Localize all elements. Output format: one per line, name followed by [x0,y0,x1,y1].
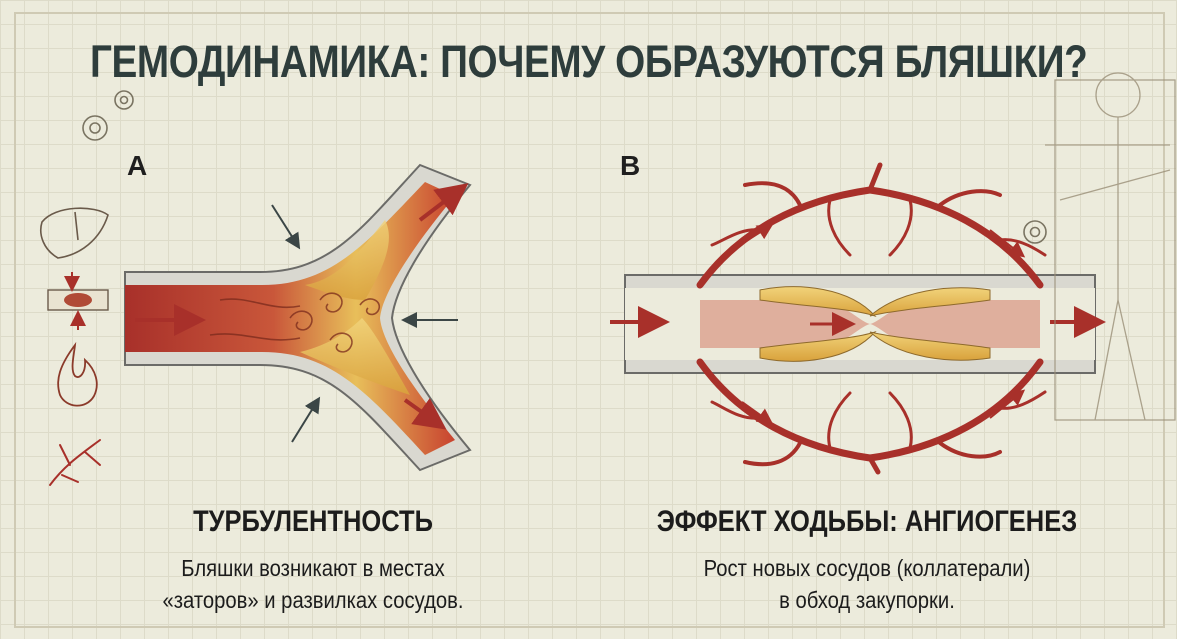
blueprint-frame [14,12,1165,628]
panel-b-description-line2: в обход закупорки. [779,587,955,613]
panel-a-description-line2: «заторов» и развилках сосудов. [162,587,464,613]
panel-a-heading: ТУРБУЛЕНТНОСТЬ [193,505,433,538]
panel-b-description-line1: Рост новых сосудов (коллатерали) [703,555,1031,581]
panel-b-heading: ЭФФЕКТ ХОДЬБЫ: АНГИОГЕНЕЗ [656,505,1078,538]
page-title: ГЕМОДИНАМИКА: ПОЧЕМУ ОБРАЗУЮТСЯ БЛЯШКИ? [90,36,1088,87]
gear-icon [82,90,1047,244]
panel-a-description-line1: Бляшки возникают в местах [181,555,445,581]
capillary-icon [49,439,101,486]
collateral-vessel [610,162,1106,475]
bifurcation-vessel [124,163,472,472]
liver-icon [40,207,109,259]
clot-icon [47,272,109,330]
panel-b-label: B [620,150,641,181]
panel-a-label: A [127,150,148,181]
vitruvian-figure-icon [1045,72,1176,421]
flame-icon [57,341,98,407]
